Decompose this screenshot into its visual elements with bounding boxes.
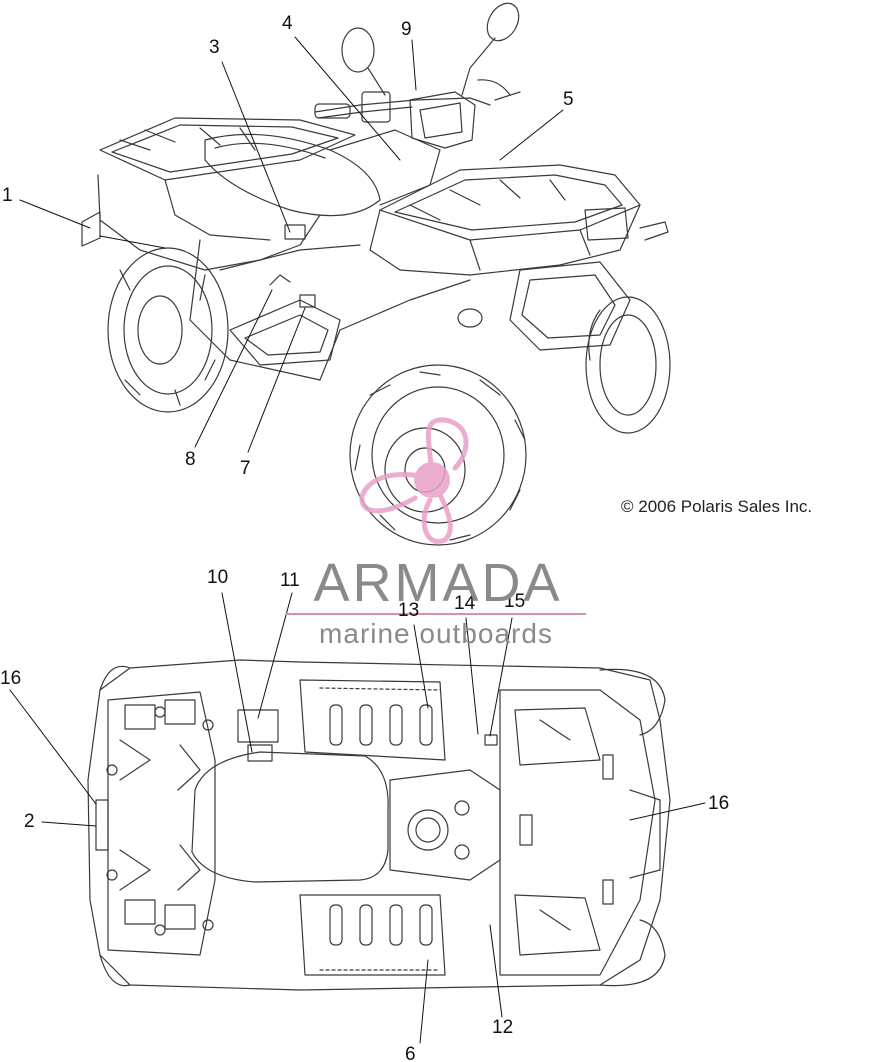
callout-10: 10 [207,567,229,588]
callout-5: 5 [563,89,574,110]
watermark-brand: ARMADA [313,553,563,613]
callout-7: 7 [240,458,251,479]
callout-11: 11 [280,570,300,591]
callout-4: 4 [282,13,293,34]
callout-8: 8 [185,449,196,470]
callout-6: 6 [405,1044,416,1062]
atv-top-view [87,659,671,991]
armada-logo-icon [359,417,469,544]
callout-3: 3 [209,37,220,58]
watermark-tagline: marine outboards [319,618,553,649]
callout-14: 14 [454,593,476,614]
callout-16-rear: 16 [0,668,22,689]
callout-13: 13 [398,600,420,621]
copyright-notice: © 2006 Polaris Sales Inc. [621,497,813,516]
callout-16-front: 16 [708,793,730,814]
callout-2: 2 [24,811,35,832]
callout-15: 15 [504,591,526,612]
callout-1: 1 [2,185,13,206]
callout-12: 12 [492,1017,514,1038]
atv-side-view [81,2,671,546]
callout-9: 9 [401,19,412,40]
leader-lines [9,36,706,1044]
